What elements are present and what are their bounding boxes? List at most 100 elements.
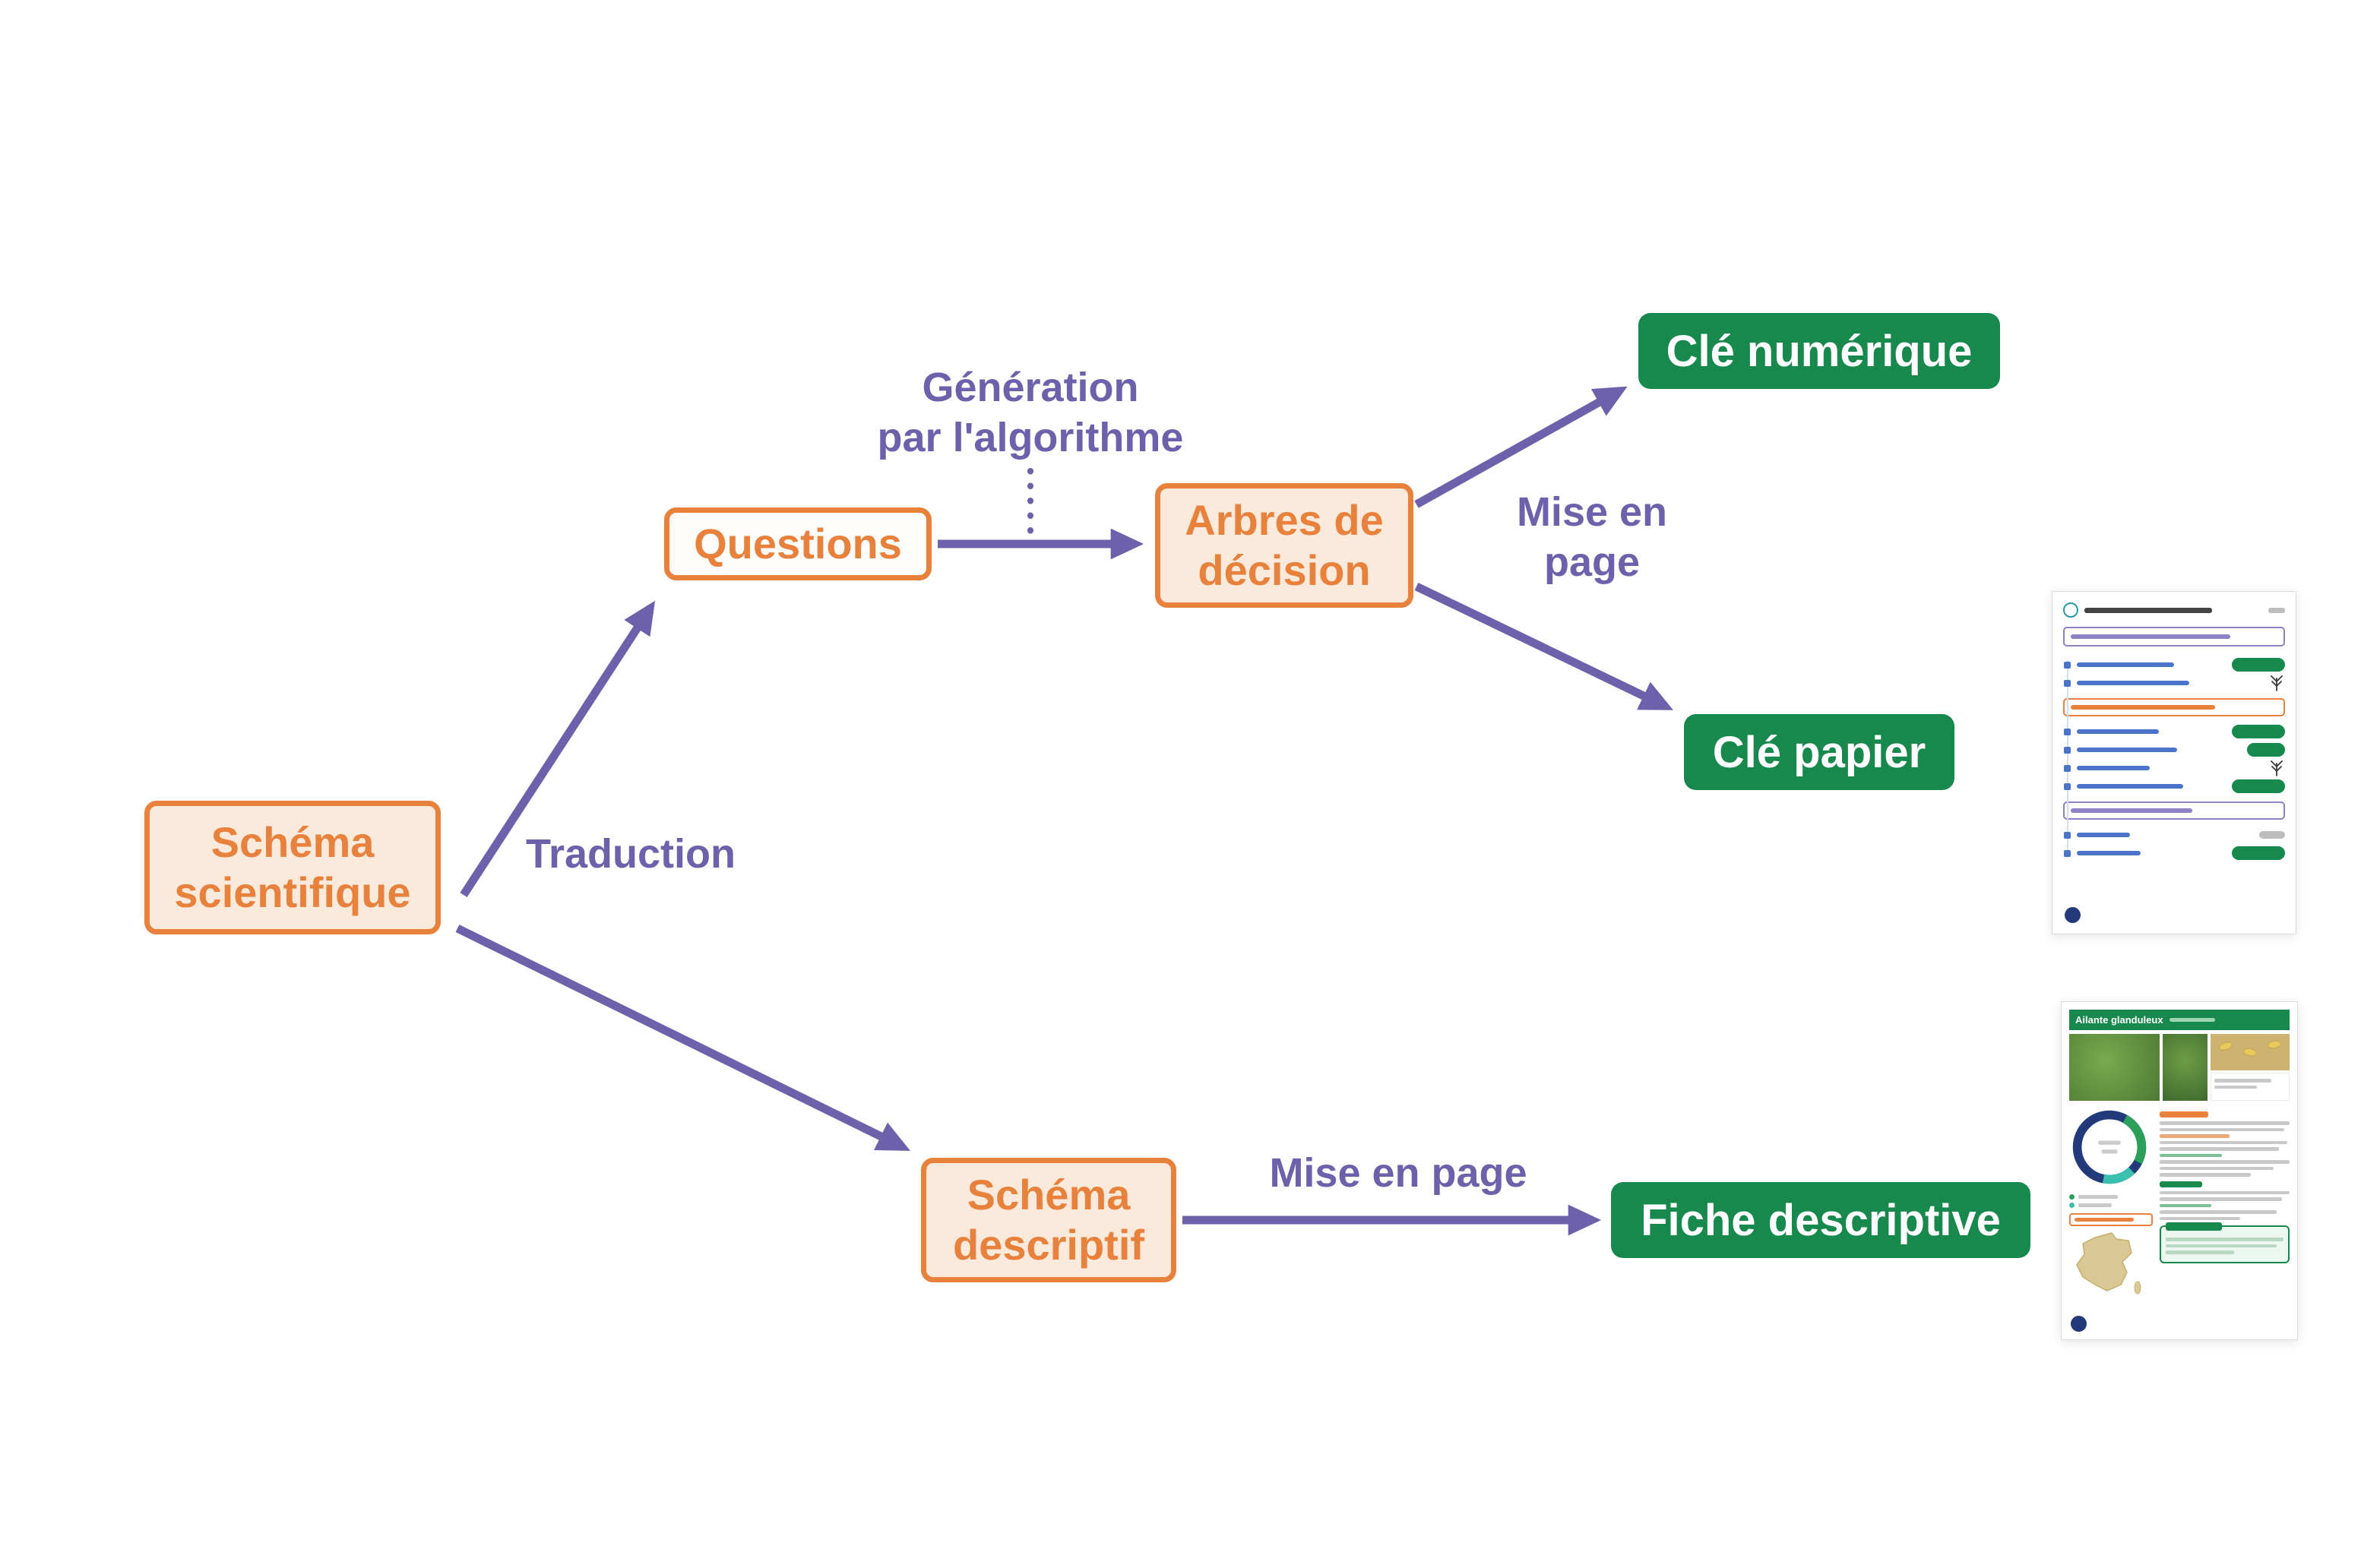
key-page-header (2063, 602, 2285, 618)
tree-silhouette-icon (2271, 675, 2283, 691)
row-bullet-icon (2064, 680, 2071, 687)
choice-text-skeleton (2077, 681, 2189, 685)
key-secondary-question-box (2063, 801, 2285, 820)
arrow-arbres-cle-papier (1414, 583, 1673, 710)
samara-icon (2243, 1048, 2257, 1057)
caption-skeleton (2214, 1079, 2272, 1083)
key-highlighted-question-box (2063, 698, 2285, 716)
species-result-button (2232, 779, 2285, 793)
text-line-skeleton (2160, 1140, 2287, 1144)
node-arbres-de-decision: Arbres de décision (1155, 483, 1413, 608)
edge-label-traduction: Traduction (525, 831, 736, 877)
sheet-body (2069, 1107, 2290, 1305)
species-result-button (2232, 658, 2285, 672)
choice-text-skeleton (2077, 748, 2177, 752)
text-line-skeleton (2166, 1238, 2283, 1241)
wheel-legend-row (2069, 1203, 2153, 1208)
page-number-skeleton (2268, 607, 2285, 613)
presence-france-label-box (2069, 1213, 2153, 1226)
wheel-legend-row (2069, 1194, 2153, 1200)
photo-tree (2162, 1034, 2208, 1101)
chapter-circle-icon (2063, 602, 2078, 618)
samara-icon (2219, 1041, 2233, 1051)
key-row (2063, 759, 2285, 777)
phenology-wheel (2072, 1110, 2147, 1184)
page-thumbnail-cle-papier (2052, 591, 2296, 934)
did-you-know-tab (2166, 1222, 2222, 1231)
key-question-box (2063, 627, 2285, 646)
text-line-skeleton (2160, 1203, 2212, 1207)
node-fiche-descriptive: Fiche descriptive (1611, 1182, 2030, 1258)
sheet-right-column (2160, 1107, 2290, 1305)
species-result-button (2232, 725, 2285, 738)
text-line-skeleton (2160, 1134, 2230, 1138)
sheet-left-column (2069, 1107, 2153, 1305)
key-row (2063, 777, 2285, 795)
key-row (2063, 826, 2285, 844)
node-schema-descriptif: Schéma descriptif (921, 1158, 1176, 1282)
key-row (2063, 844, 2285, 862)
text-line-skeleton (2166, 1244, 2277, 1247)
text-line-skeleton (2160, 1160, 2290, 1164)
key-rows (2063, 656, 2285, 862)
text-line-skeleton (2166, 1250, 2234, 1254)
text-line-skeleton (2160, 1153, 2223, 1157)
arrow-traduction-bas (455, 925, 910, 1151)
node-cle-numerique: Clé numérique (1638, 313, 2000, 389)
section-header-description (2160, 1111, 2208, 1118)
legend-dot-icon (2069, 1203, 2075, 1208)
highlighted-question-skeleton (2071, 705, 2215, 710)
choice-text-skeleton (2077, 729, 2159, 734)
legend-label-skeleton (2078, 1203, 2112, 1207)
row-bullet-icon (2064, 850, 2071, 857)
row-bullet-icon (2064, 747, 2071, 754)
row-bullet-icon (2064, 729, 2071, 735)
text-line-skeleton (2160, 1147, 2280, 1151)
caption-skeleton (2214, 1085, 2258, 1089)
species-latin-name-skeleton (2169, 1018, 2215, 1022)
photo-caption-box (2211, 1073, 2290, 1101)
did-you-know-box (2160, 1222, 2290, 1263)
key-row (2063, 674, 2285, 692)
france-map (2076, 1232, 2141, 1295)
species-header-bar: Ailante glanduleux (2069, 1010, 2290, 1030)
text-line-skeleton (2160, 1121, 2290, 1125)
page-thumbnail-fiche-descriptive: Ailante glanduleux (2061, 1001, 2298, 1340)
arrow-arbres-cle-numerique (1414, 386, 1628, 508)
key-rail-line (2067, 660, 2068, 858)
choice-text-skeleton (2077, 851, 2141, 855)
node-cle-papier: Clé papier (1684, 714, 1954, 790)
photo-foliage (2069, 1034, 2160, 1101)
text-line-skeleton (2160, 1166, 2274, 1170)
question-text-skeleton (2071, 634, 2230, 639)
row-bullet-icon (2064, 765, 2071, 772)
arrow-traduction-haut (460, 600, 656, 898)
secondary-question-skeleton (2071, 808, 2192, 813)
text-line-skeleton (2160, 1190, 2290, 1194)
text-line-skeleton (2160, 1216, 2241, 1220)
choice-text-skeleton (2077, 766, 2150, 770)
species-result-button (2247, 743, 2285, 757)
tree-silhouette-icon (2271, 760, 2283, 776)
row-bullet-icon (2064, 783, 2071, 790)
text-line-skeleton (2160, 1127, 2285, 1131)
legend-dot-icon (2069, 1194, 2075, 1200)
photo-samares (2211, 1034, 2290, 1070)
key-row (2063, 741, 2285, 759)
page-number-badge (2065, 907, 2081, 923)
text-line-skeleton (2160, 1197, 2282, 1201)
key-row (2063, 656, 2285, 674)
key-page-title-skeleton (2084, 607, 2212, 613)
species-result-button (2232, 846, 2285, 860)
key-row (2063, 722, 2285, 741)
text-line-skeleton (2160, 1210, 2277, 1214)
page-reference-pill (2259, 831, 2285, 839)
node-schema-scientifique: Schéma scientifique (144, 801, 441, 934)
section-header-ecologie (2160, 1181, 2202, 1187)
species-photos-row (2069, 1034, 2290, 1101)
species-title: Ailante glanduleux (2075, 1014, 2163, 1026)
edge-label-mise-en-page-bas: Mise en page (1269, 1150, 1527, 1196)
choice-text-skeleton (2077, 784, 2183, 789)
